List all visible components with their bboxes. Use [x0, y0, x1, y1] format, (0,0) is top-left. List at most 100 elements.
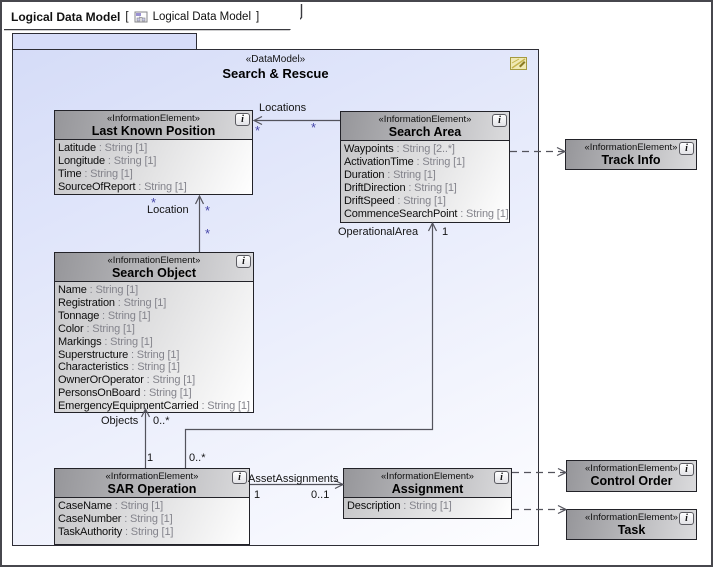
- open-arrow-icon: [557, 467, 568, 478]
- attribute-name: SourceOfReport: [58, 180, 136, 193]
- attribute-row[interactable]: SourceOfReport : String [1]: [58, 181, 249, 194]
- attribute-type: : String [1]: [413, 155, 466, 168]
- attribute-row[interactable]: Markings : String [1]: [58, 336, 250, 349]
- attribute-row[interactable]: CommenceSearchPoint : String [1]: [344, 208, 509, 221]
- class-track-info[interactable]: «InformationElement» Track Info i: [565, 139, 697, 170]
- attribute-row[interactable]: Name : String [1]: [58, 284, 250, 297]
- class-stereotype: «InformationElement»: [378, 114, 472, 125]
- class-assignment[interactable]: «InformationElement» Assignment i Descri…: [343, 468, 512, 519]
- diagram-shortcut-icon[interactable]: [510, 57, 527, 70]
- diagram-tab-title: Logical Data Model: [11, 10, 121, 24]
- attribute-type: : String [1]: [405, 181, 457, 194]
- attribute-row[interactable]: ActivationTime : String [1]: [344, 156, 506, 169]
- class-header: «InformationElement» Task i: [567, 510, 696, 539]
- attribute-type: : String [1]: [101, 335, 153, 348]
- class-search-object[interactable]: «InformationElement» Search Object i Nam…: [54, 252, 254, 413]
- info-icon[interactable]: i: [236, 255, 251, 268]
- attribute-row[interactable]: DriftDirection : String [1]: [344, 182, 506, 195]
- attribute-row[interactable]: Time : String [1]: [58, 168, 249, 181]
- attribute-row[interactable]: Longitude : String [1]: [58, 155, 249, 168]
- class-stereotype: «InformationElement»: [107, 113, 200, 124]
- class-control-order[interactable]: «InformationElement» Control Order i: [566, 460, 697, 492]
- multiplicity[interactable]: 1: [147, 452, 154, 464]
- info-icon[interactable]: i: [494, 471, 509, 484]
- attribute-type: : String [1]: [99, 309, 151, 322]
- class-sar-operation[interactable]: «InformationElement» SAR Operation i Cas…: [54, 468, 250, 545]
- attribute-row[interactable]: Description : String [1]: [347, 500, 508, 513]
- class-header: «InformationElement» Search Object i: [55, 253, 253, 282]
- multiplicity[interactable]: 1: [254, 489, 261, 501]
- multiplicity[interactable]: *: [205, 226, 211, 241]
- attributes-compartment: CaseName : String [1]CaseNumber : String…: [55, 498, 249, 544]
- multiplicity[interactable]: 0..*: [153, 415, 170, 427]
- attribute-row[interactable]: OwnerOrOperator : String [1]: [58, 374, 250, 387]
- attribute-name: ActivationTime: [344, 155, 414, 168]
- attribute-row[interactable]: Color : String [1]: [58, 323, 250, 336]
- class-name: Search Area: [388, 125, 462, 139]
- class-last-known-position[interactable]: «InformationElement» Last Known Position…: [54, 110, 253, 195]
- class-stereotype: «InformationElement»: [584, 142, 678, 153]
- class-name: Assignment: [391, 482, 464, 496]
- class-stereotype: «InformationElement»: [585, 512, 678, 523]
- open-arrow-icon: [557, 504, 568, 515]
- multiplicity[interactable]: *: [151, 195, 157, 210]
- attribute-row[interactable]: Superstructure : String [1]: [58, 349, 250, 362]
- diagram-tab-diagram-name: Logical Data Model: [152, 11, 252, 23]
- multiplicity[interactable]: 0..1: [311, 489, 330, 501]
- diagram-tab[interactable]: Logical Data Model [ Logical Data Model …: [4, 5, 300, 29]
- info-icon[interactable]: i: [679, 463, 694, 476]
- multiplicity[interactable]: 1: [442, 226, 449, 238]
- class-name: SAR Operation: [107, 482, 197, 496]
- class-header: «InformationElement» Assignment i: [344, 469, 511, 498]
- attribute-type: : String [1]: [86, 284, 139, 296]
- attribute-type: : String [1]: [140, 387, 192, 400]
- package-stereotype: «DataModel»: [245, 54, 306, 65]
- attributes-compartment: Latitude : String [1]Longitude : String …: [55, 140, 252, 194]
- attribute-type: : String [1]: [111, 500, 164, 512]
- association-label-locations[interactable]: Locations: [259, 102, 307, 114]
- association-label-asset-assignments[interactable]: AssetAssignments: [248, 473, 339, 485]
- attribute-row[interactable]: Waypoints : String [2..*]: [344, 143, 506, 156]
- multiplicity[interactable]: *: [205, 203, 211, 218]
- attribute-name: CaseName: [58, 500, 112, 512]
- attribute-row[interactable]: Duration : String [1]: [344, 169, 506, 182]
- multiplicity[interactable]: *: [311, 120, 317, 135]
- attributes-compartment: Description : String [1]: [344, 498, 511, 518]
- attribute-name: Name: [58, 284, 87, 296]
- tab-open-bracket: [: [125, 11, 129, 23]
- attributes-compartment: Name : String [1]Registration : String […: [55, 282, 253, 412]
- class-header: «InformationElement» Track Info i: [566, 140, 696, 169]
- attribute-row[interactable]: CaseNumber : String [1]: [58, 513, 246, 526]
- class-task[interactable]: «InformationElement» Task i: [566, 509, 697, 540]
- attribute-name: Characteristics: [58, 361, 129, 374]
- package-tab[interactable]: [12, 33, 197, 50]
- class-search-area[interactable]: «InformationElement» Search Area i Waypo…: [340, 111, 510, 223]
- info-icon[interactable]: i: [679, 142, 694, 155]
- attribute-row[interactable]: Registration : String [1]: [58, 297, 250, 310]
- multiplicity[interactable]: 0..*: [189, 452, 206, 464]
- class-name: Task: [617, 523, 646, 537]
- attribute-row[interactable]: EmergencyEquipmentCarried : String [1]: [58, 400, 250, 412]
- attribute-type: : String [1]: [122, 525, 174, 538]
- attribute-row[interactable]: Tonnage : String [1]: [58, 310, 250, 323]
- attribute-type: : String [1]: [114, 296, 167, 309]
- attribute-row[interactable]: TaskAuthority : String [1]: [58, 526, 246, 539]
- multiplicity[interactable]: *: [255, 123, 261, 138]
- attribute-row[interactable]: DriftSpeed : String [1]: [344, 195, 506, 208]
- class-header: «InformationElement» Control Order i: [567, 461, 696, 491]
- association-label-operational-area[interactable]: OperationalArea: [338, 226, 419, 238]
- association-label-objects[interactable]: Objects: [101, 415, 139, 427]
- tab-close-bracket: ]: [256, 11, 260, 23]
- attribute-name: OwnerOrOperator: [58, 374, 144, 387]
- association-label-location[interactable]: Location: [147, 204, 189, 216]
- info-icon[interactable]: i: [232, 471, 247, 484]
- attribute-row[interactable]: Latitude : String [1]: [58, 142, 249, 155]
- attribute-row[interactable]: CaseName : String [1]: [58, 500, 246, 513]
- attribute-row[interactable]: Characteristics : String [1]: [58, 361, 250, 374]
- info-icon[interactable]: i: [235, 113, 250, 126]
- info-icon[interactable]: i: [492, 114, 507, 127]
- attribute-row[interactable]: PersonsOnBoard : String [1]: [58, 387, 250, 400]
- class-stereotype: «InformationElement»: [107, 255, 201, 266]
- info-icon[interactable]: i: [679, 512, 694, 525]
